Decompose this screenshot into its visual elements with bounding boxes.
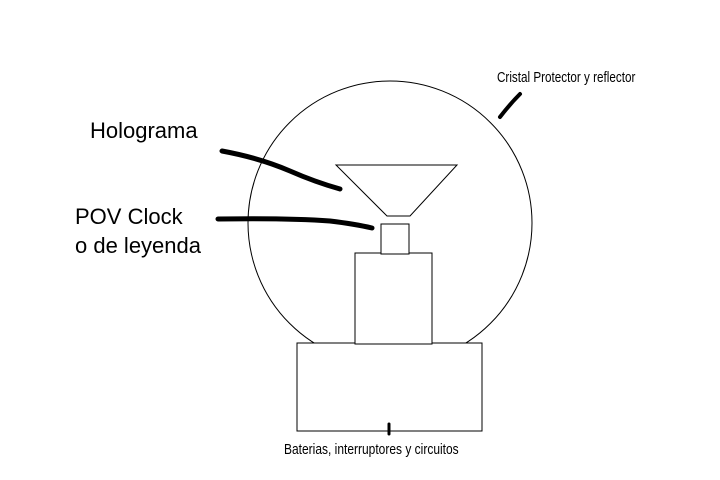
pedestal <box>354 252 433 345</box>
crystal-label: Cristal Protector y reflector <box>497 69 636 86</box>
base-label: Baterias, interruptores y circuitos <box>284 441 459 458</box>
hologram-label: Holograma <box>90 118 198 143</box>
hologram-pyramid <box>334 164 459 217</box>
pov-clock-block <box>380 223 410 255</box>
base-box <box>296 342 483 432</box>
pov-label-line2: o de leyenda <box>75 233 202 258</box>
hologram-leader-line <box>219 148 343 192</box>
crystal-leader-line <box>498 92 522 119</box>
pov-leader-line <box>215 216 375 231</box>
pov-label-line1: POV Clock <box>75 204 184 229</box>
